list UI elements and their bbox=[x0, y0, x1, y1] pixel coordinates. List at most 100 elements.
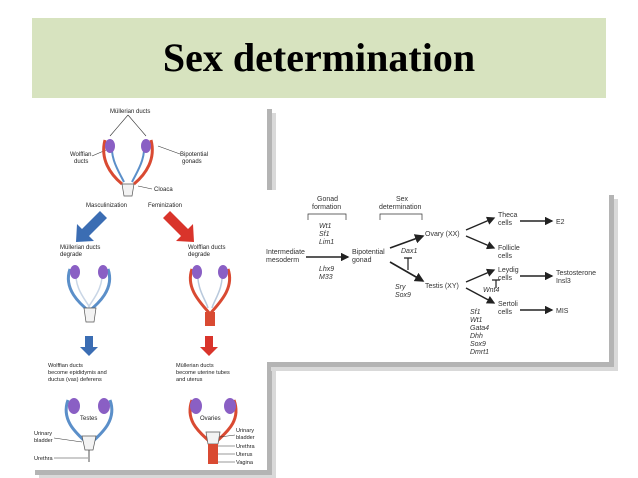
female-intermediate-stage bbox=[188, 265, 232, 326]
feminization-arrow bbox=[163, 211, 194, 242]
label-urethra-male: Urethra bbox=[34, 456, 54, 462]
label-testes: Testes bbox=[80, 416, 97, 422]
node-testis: Testis (XY) bbox=[425, 283, 459, 290]
sex-determination-bracket bbox=[379, 213, 423, 220]
svg-text:Insl3: Insl3 bbox=[556, 278, 571, 285]
male-down-arrow bbox=[80, 336, 98, 356]
male-leader-lines bbox=[53, 437, 88, 459]
svg-text:Wolffian ducts: Wolffian ducts bbox=[48, 363, 83, 369]
label-female-wolffian-degrade: Wolffian ducts degrade bbox=[188, 245, 225, 258]
svg-text:gonads: gonads bbox=[182, 159, 202, 165]
node-leydig-cells: Leydig cells bbox=[498, 267, 519, 282]
svg-text:Sox9: Sox9 bbox=[470, 341, 486, 348]
gene-wnt4: Wnt4 bbox=[483, 287, 499, 294]
arrow-testis-to-sertoli bbox=[465, 287, 496, 304]
svg-text:Gonad: Gonad bbox=[317, 196, 338, 203]
svg-text:Müllerian ducts: Müllerian ducts bbox=[176, 363, 214, 369]
svg-text:Theca: Theca bbox=[498, 212, 518, 219]
female-final-stage bbox=[188, 398, 238, 464]
arrow-ovary-to-follicle bbox=[465, 235, 496, 250]
label-cloaca: Cloaca bbox=[154, 187, 173, 193]
female-leader-lines bbox=[218, 434, 236, 463]
label-male-result: Wolffian ducts become epididymis and duc… bbox=[48, 363, 107, 383]
svg-text:degrade: degrade bbox=[188, 252, 211, 258]
arrow-gonad-to-testis bbox=[389, 261, 425, 282]
svg-text:become uterine tubes: become uterine tubes bbox=[176, 370, 230, 376]
svg-text:Lim1: Lim1 bbox=[319, 239, 334, 246]
svg-text:Wt1: Wt1 bbox=[319, 223, 332, 230]
svg-text:bladder: bladder bbox=[34, 438, 53, 444]
header-sex-determination: Sex determination bbox=[379, 196, 422, 211]
svg-text:Bipotential: Bipotential bbox=[180, 152, 208, 158]
indifferent-duct-system bbox=[102, 139, 154, 197]
label-wolffian-ducts: Wolffian ducts bbox=[70, 152, 91, 165]
svg-text:determination: determination bbox=[379, 204, 422, 211]
svg-text:ductus (vas) deferens: ductus (vas) deferens bbox=[48, 377, 102, 383]
genes-gonad-bottom: Lhx9 M33 bbox=[319, 266, 334, 281]
svg-text:Sertoli: Sertoli bbox=[498, 301, 518, 308]
svg-text:cells: cells bbox=[498, 220, 513, 227]
duct-diagram-svg: Müllerian ducts Wolffian ducts Bipotenti… bbox=[34, 109, 256, 466]
svg-text:Sry: Sry bbox=[395, 284, 406, 291]
svg-text:Testosterone: Testosterone bbox=[556, 270, 596, 277]
duct-differentiation-figure: Müllerian ducts Wolffian ducts Bipotenti… bbox=[30, 104, 267, 470]
svg-text:Urinary: Urinary bbox=[34, 431, 52, 437]
female-down-arrow bbox=[200, 336, 218, 356]
svg-text:Urinary: Urinary bbox=[236, 428, 254, 434]
title-band bbox=[32, 18, 606, 98]
label-uterus: Uterus bbox=[236, 452, 253, 458]
dax1-inhibition bbox=[404, 257, 412, 270]
label-male-mullerian-degrade: Müllerian ducts degrade bbox=[60, 245, 100, 258]
node-theca-cells: Theca cells bbox=[498, 212, 518, 227]
arrow-ovary-to-theca bbox=[465, 216, 496, 231]
label-urinary-bladder-female: Urinary bladder bbox=[236, 428, 255, 441]
node-e2: E2 bbox=[556, 219, 565, 226]
svg-text:Lhx9: Lhx9 bbox=[319, 266, 334, 273]
label-feminization: Feminization bbox=[148, 203, 182, 209]
svg-text:Müllerian ducts: Müllerian ducts bbox=[60, 245, 100, 251]
node-intermediate-mesoderm: Intermediate mesoderm bbox=[266, 249, 305, 264]
svg-text:Wolffian: Wolffian bbox=[70, 152, 91, 158]
svg-text:Sf1: Sf1 bbox=[470, 309, 481, 316]
gonad-formation-bracket bbox=[307, 213, 347, 220]
label-mullerian-ducts: Müllerian ducts bbox=[110, 109, 150, 115]
arrow-testis-to-leydig bbox=[465, 268, 496, 283]
male-intermediate-stage bbox=[66, 265, 112, 323]
node-testosterone-insl3: Testosterone Insl3 bbox=[556, 270, 596, 285]
label-vagina: Vagina bbox=[236, 460, 254, 466]
label-urinary-bladder-male: Urinary bladder bbox=[34, 431, 53, 444]
label-female-result: Müllerian ducts become uterine tubes and… bbox=[176, 363, 230, 383]
svg-text:cells: cells bbox=[498, 275, 513, 282]
svg-text:mesoderm: mesoderm bbox=[266, 257, 299, 264]
node-mis: MIS bbox=[556, 308, 569, 315]
svg-text:M33: M33 bbox=[319, 274, 333, 281]
node-sertoli-cells: Sertoli cells bbox=[498, 301, 518, 316]
top-leader-lines bbox=[91, 114, 181, 190]
svg-text:Gata4: Gata4 bbox=[470, 325, 489, 332]
svg-text:Leydig: Leydig bbox=[498, 267, 519, 274]
svg-text:cells: cells bbox=[498, 253, 513, 260]
svg-text:Sf1: Sf1 bbox=[319, 231, 330, 238]
svg-text:formation: formation bbox=[312, 204, 341, 211]
svg-text:Dhh: Dhh bbox=[470, 333, 483, 340]
genes-gonad-top: Wt1 Sf1 Lim1 bbox=[319, 223, 334, 246]
node-bipotential-gonad: Bipotential gonad bbox=[352, 249, 385, 264]
svg-text:ducts: ducts bbox=[74, 159, 88, 165]
svg-text:bladder: bladder bbox=[236, 435, 255, 441]
svg-text:and uterus: and uterus bbox=[176, 377, 203, 383]
svg-text:become epididymis and: become epididymis and bbox=[48, 370, 107, 376]
svg-text:gonad: gonad bbox=[352, 257, 372, 264]
slide-title: Sex determination bbox=[162, 35, 476, 80]
header-gonad-formation: Gonad formation bbox=[312, 196, 341, 211]
masculinization-arrow bbox=[76, 211, 107, 242]
svg-text:Wt1: Wt1 bbox=[470, 317, 483, 324]
svg-text:Dmrt1: Dmrt1 bbox=[470, 349, 489, 356]
genes-sertoli: Sf1 Wt1 Gata4 Dhh Sox9 Dmrt1 bbox=[470, 309, 489, 356]
sex-determination-pathway-figure: Gonad formation Sex determination Wt1 Sf… bbox=[262, 190, 609, 362]
svg-text:Sox9: Sox9 bbox=[395, 292, 411, 299]
node-ovary: Ovary (XX) bbox=[425, 231, 460, 238]
genes-sry-sox9: Sry Sox9 bbox=[395, 284, 411, 299]
male-final-stage bbox=[64, 398, 114, 462]
svg-text:cells: cells bbox=[498, 309, 513, 316]
svg-text:Follicle: Follicle bbox=[498, 245, 520, 252]
